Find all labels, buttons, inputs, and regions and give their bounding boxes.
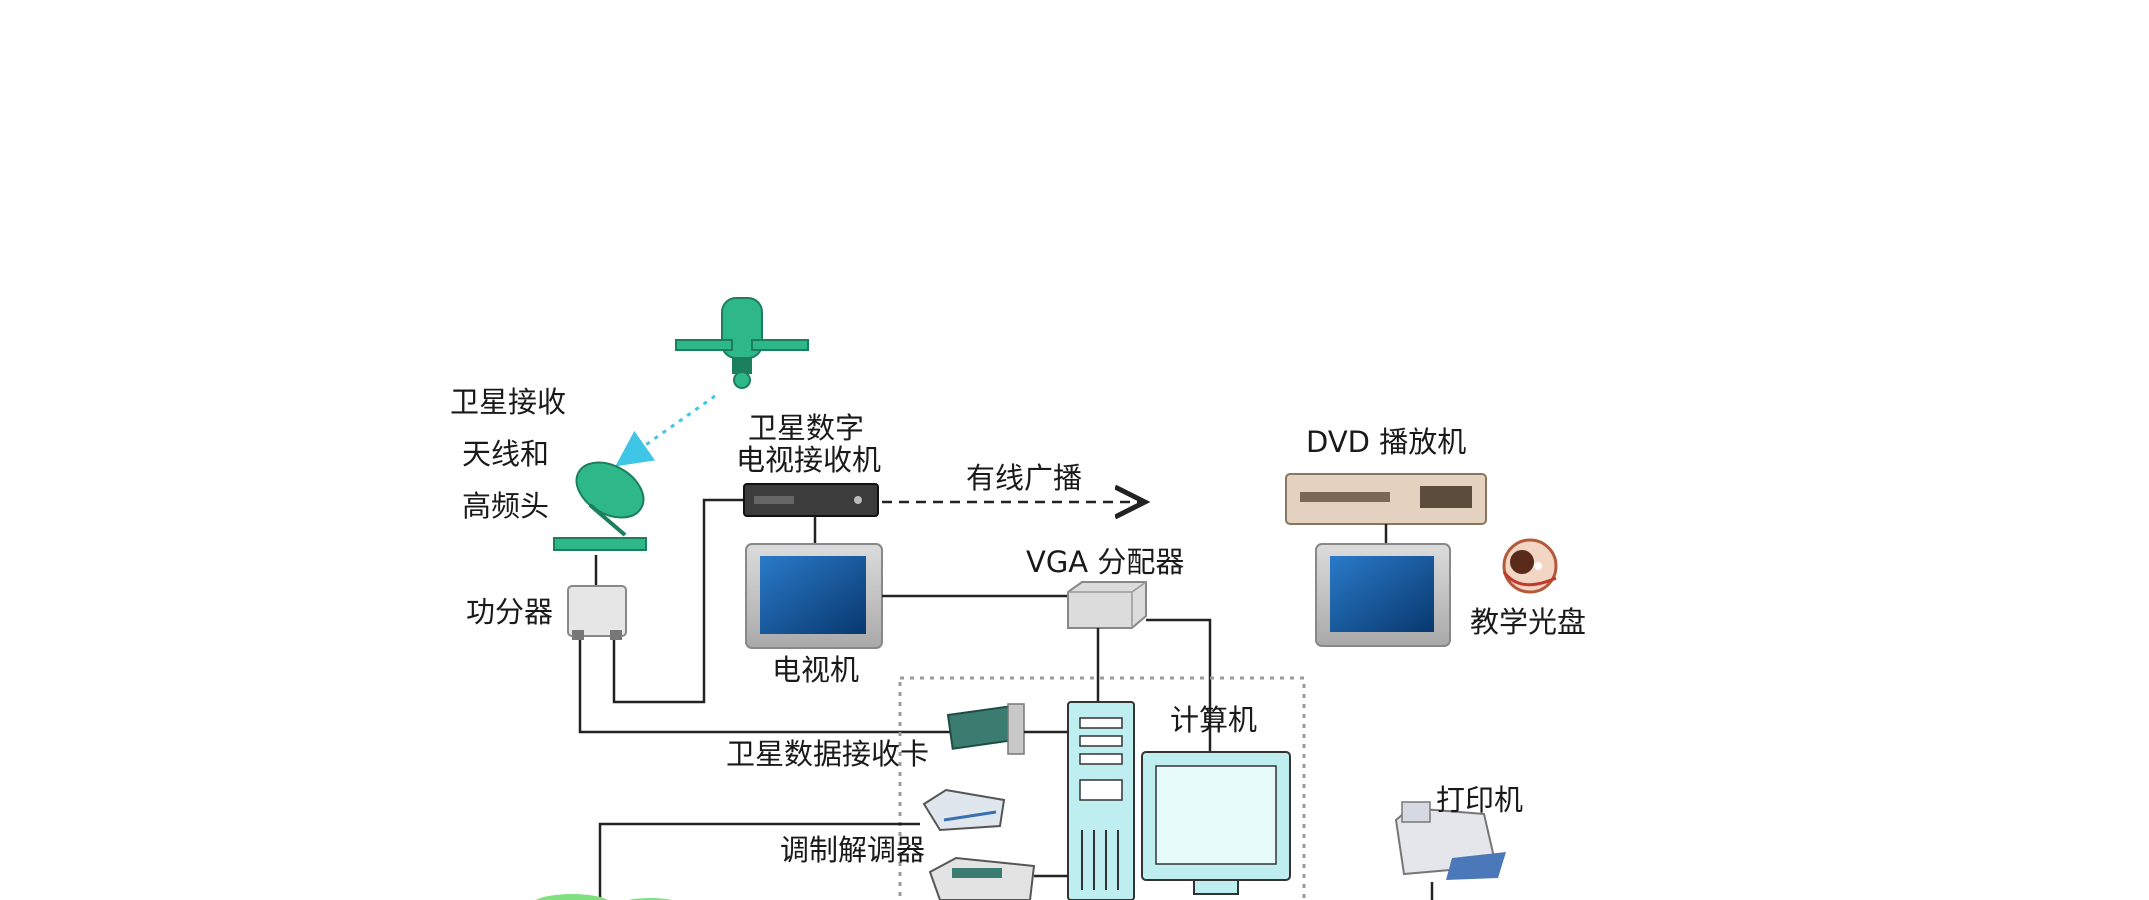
computer-group-box	[898, 676, 1306, 900]
label-antenna-line2: 天线和	[462, 437, 550, 471]
monitor-icon	[1141, 751, 1291, 895]
network-card-icon	[946, 703, 1025, 755]
label-printer: 打印机	[1436, 783, 1524, 817]
disk-drive-icon	[928, 856, 1036, 900]
receiver-box-icon	[743, 483, 879, 517]
dvd-player-icon	[1285, 473, 1487, 525]
label-dvd-player: DVD 播放机	[1306, 425, 1467, 459]
antenna-dish-icon	[553, 461, 647, 551]
tv-right-icon	[1315, 543, 1451, 647]
label-sat-data-card: 卫星数据接收卡	[726, 737, 930, 771]
signal-arrow	[615, 394, 716, 467]
label-receiver-line2: 电视接收机	[736, 443, 882, 477]
vga-splitter-icon	[1067, 581, 1147, 629]
label-splitter: 功分器	[466, 595, 554, 629]
satellite-icon	[675, 297, 809, 389]
printer-icon	[1394, 801, 1506, 880]
label-tv: 电视机	[772, 653, 860, 687]
network-cloud-icon	[535, 894, 609, 900]
label-antenna-line1: 卫星接收	[450, 385, 567, 419]
label-computer: 计算机	[1170, 703, 1258, 737]
disc-icon	[1502, 538, 1558, 594]
label-teaching-disc: 教学光盘	[1470, 605, 1587, 639]
tv-icon	[745, 543, 883, 649]
label-cable-broadcast: 有线广播	[966, 461, 1083, 495]
label-vga-splitter: VGA 分配器	[1026, 545, 1185, 579]
label-modem: 调制解调器	[780, 833, 926, 867]
label-receiver-line1: 卫星数字	[748, 411, 865, 445]
pc-tower-icon	[1067, 701, 1135, 900]
label-antenna-line3: 高频头	[462, 489, 550, 523]
power-splitter-icon	[567, 585, 627, 640]
modem-icon	[922, 788, 1006, 832]
